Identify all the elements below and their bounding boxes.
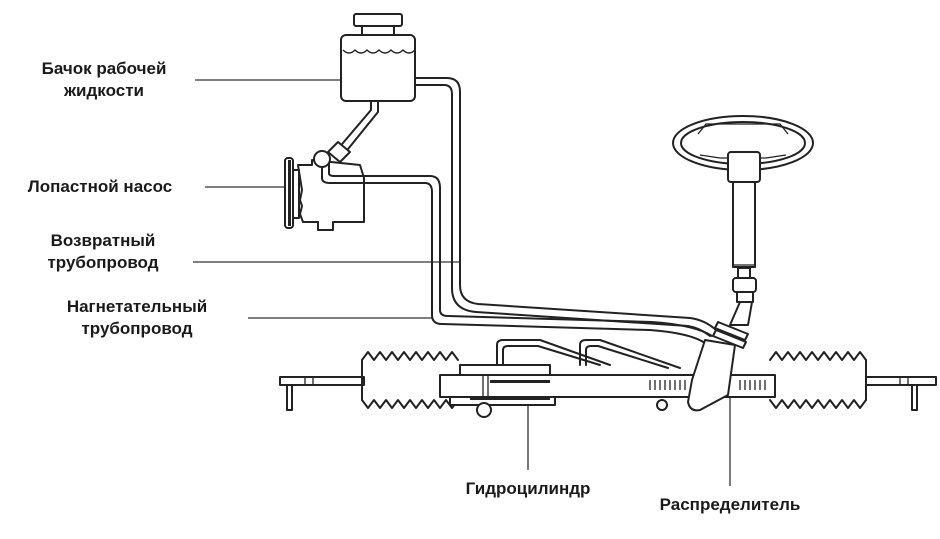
pump: [284, 150, 365, 231]
label-pressure-line: Нагнетательный трубопровод: [42, 296, 232, 340]
label-return-line: Возвратный трубопровод: [28, 230, 178, 274]
label-pressure-line1: Нагнетательный: [66, 297, 208, 316]
pressure-pipe: [321, 163, 713, 344]
reservoir: [340, 13, 416, 102]
label-reservoir: Бачок рабочей жидкости: [18, 58, 190, 102]
label-pressure-line2: трубопровод: [81, 319, 193, 338]
return-pipe: [414, 77, 717, 337]
label-distributor: Распределитель: [659, 495, 801, 514]
label-reservoir-line1: Бачок рабочей: [41, 59, 167, 78]
label-return-line2: трубопровод: [47, 253, 159, 272]
label-hydraulic-cylinder: Гидроцилиндр: [465, 479, 591, 498]
feed-pipe: [327, 100, 379, 163]
steering-rack: [279, 339, 937, 418]
label-pump: Лопастной насос: [27, 177, 173, 196]
label-return-line1: Возвратный: [50, 231, 156, 250]
label-reservoir-line2: жидкости: [64, 81, 144, 100]
steering-wheel: [672, 115, 814, 349]
